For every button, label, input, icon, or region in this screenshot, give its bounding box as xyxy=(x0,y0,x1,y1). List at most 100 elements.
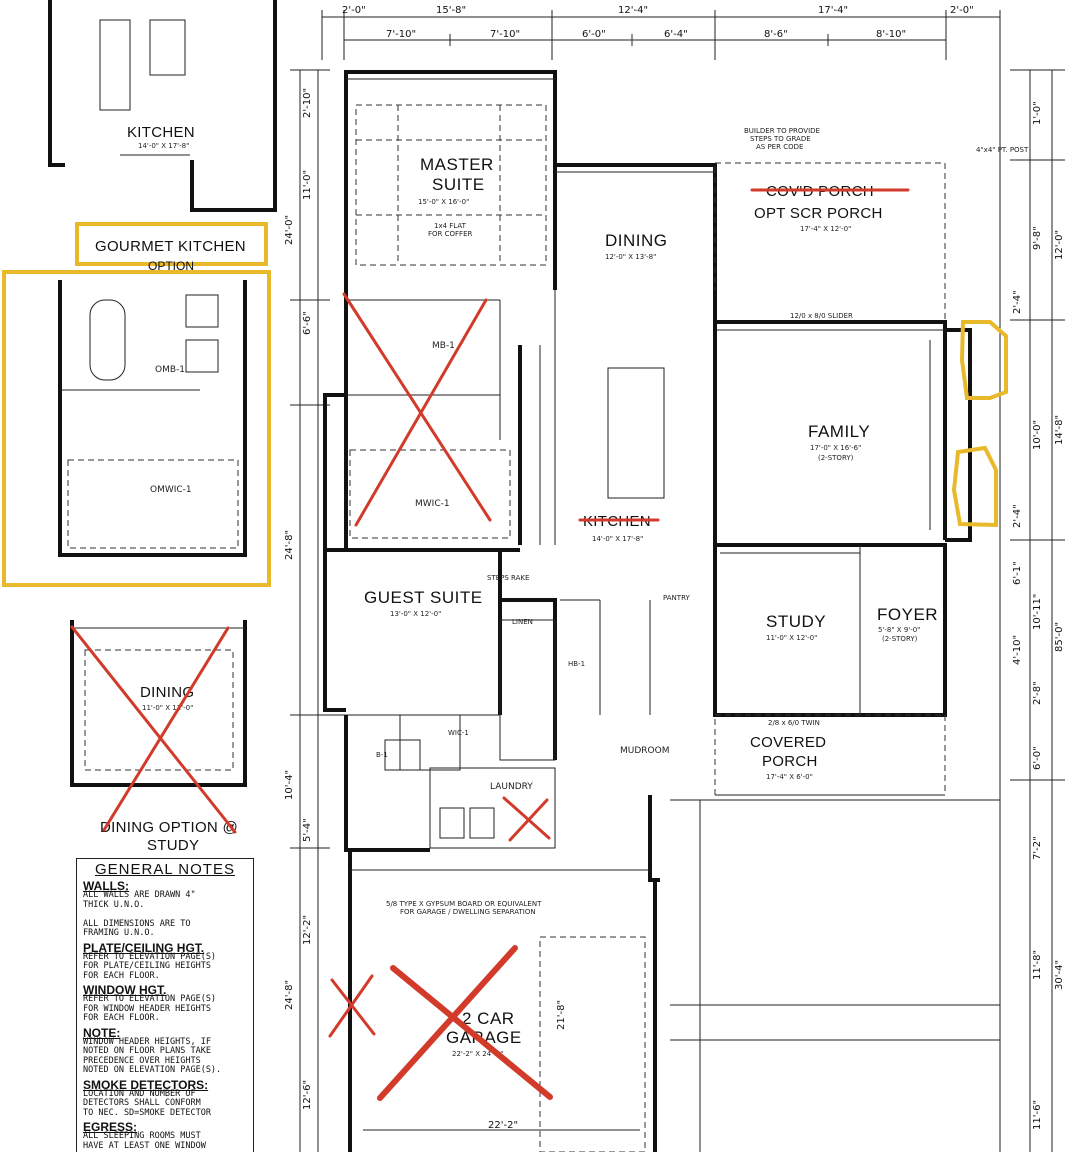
top-dimensions: 2'-0" 15'-8" 12'-4" 17'-4" 2'-0" 7'-10" … xyxy=(321,5,1001,60)
kitchen-size: 14'-0" X 17'-8" xyxy=(592,535,643,543)
dim-left-3: 24'-0" xyxy=(284,215,295,245)
dim-right-16: 30'-4" xyxy=(1054,960,1065,990)
dim-left-4: 6'-6" xyxy=(302,311,313,335)
b1-label: B-1 xyxy=(376,751,388,759)
dim-top-4: 17'-4" xyxy=(818,5,848,16)
gourmet-kitchen-label: GOURMET KITCHEN OPTION xyxy=(75,222,268,273)
garage-note-2: FOR GARAGE / DWELLING SEPARATION xyxy=(400,908,536,916)
notes-note-head: NOTE: xyxy=(83,1025,121,1040)
dim-right-9: 10'-11" xyxy=(1032,594,1043,630)
twin-window-label: 2/8 x 6/0 TWIN xyxy=(768,719,820,727)
dim-left-2: 11'-0" xyxy=(302,170,313,200)
dim-right-7: 2'-4" xyxy=(1012,504,1023,528)
garage-width-dim: 22'-2" xyxy=(488,1120,518,1131)
dim-top-5: 2'-0" xyxy=(950,5,974,16)
laundry-label: LAUNDRY xyxy=(490,782,533,792)
dining-option-inset: DINING 11'-0" X 12'-0" DINING OPTION @ S… xyxy=(70,620,247,854)
gourmet-kitchen-option: OPTION xyxy=(148,259,194,273)
dim-right-12: 2'-8" xyxy=(1032,681,1043,705)
master-note-2: FOR COFFER xyxy=(428,230,472,238)
notes-smoke-line-3: TO NEC. SD=SMOKE DETECTOR xyxy=(83,1107,211,1118)
notes-walls-line-2: THICK U.N.O. xyxy=(83,899,145,910)
master-note-1: 1x4 FLAT xyxy=(434,222,467,230)
notes-note-line-4: NOTED ON ELEVATION PAGE(S). xyxy=(83,1065,222,1075)
opt-scr-porch-size: 17'-4" X 12'-0" xyxy=(800,225,851,233)
dim-left-9: 24'-8" xyxy=(284,980,295,1010)
dim-right-4: 2'-4" xyxy=(1012,290,1023,314)
steps-rake-label: STEPS RAKE xyxy=(487,574,529,582)
notes-smoke-line-1: LOCATION AND NUMBER OF xyxy=(83,1088,196,1099)
notes-egress-head: EGRESS: xyxy=(83,1120,138,1134)
dim-right-13: 6'-0" xyxy=(1032,746,1043,770)
garage-name-1: 2 CAR xyxy=(462,1009,515,1028)
family-note: (2-STORY) xyxy=(818,454,854,462)
kitchen-option-inset: KITCHEN 14'-0" X 17'-8" xyxy=(48,0,277,212)
covered-porch-name-1: COVERED xyxy=(750,734,826,751)
notes-smoke-line-2: DETECTORS SHALL CONFORM xyxy=(83,1098,201,1108)
notes-plate-head: PLATE/CEILING HGT. xyxy=(83,940,205,955)
guest-suite-name: GUEST SUITE xyxy=(364,588,483,607)
builder-note-3: AS PER CODE xyxy=(756,143,803,151)
dim-right-15: 11'-8" xyxy=(1032,950,1043,980)
dim-top2-3: 6'-0" xyxy=(582,29,606,40)
mudroom-label: MUDROOM xyxy=(620,746,669,756)
builder-note-2: STEPS TO GRADE xyxy=(750,135,811,143)
yellow-callouts xyxy=(951,320,1008,528)
notes-note-line-1: WINDOW HEADER HEIGHTS, IF xyxy=(83,1036,211,1047)
dim-left-7: 5'-4" xyxy=(302,818,313,842)
notes-walls-line-4: ALL DIMENSIONS ARE TO xyxy=(83,918,191,929)
mwic1-label: MWIC-1 xyxy=(415,499,450,509)
garage-note-1: 5/8 TYPE X GYPSUM BOARD OR EQUIVALENT xyxy=(386,900,542,908)
dim-right-3: 12'-0" xyxy=(1054,230,1065,260)
dim-left-8: 12'-2" xyxy=(302,915,313,945)
foyer-size: 5'-8" X 9'-0" xyxy=(878,626,920,634)
foyer-note: (2-STORY) xyxy=(882,635,918,643)
notes-smoke-head: SMOKE DETECTORS: xyxy=(83,1077,209,1092)
right-dimensions: 1'-0" 9'-8" 12'-0" 2'-4" 14'-8" 10'-0" 2… xyxy=(1010,69,1065,1152)
dim-top2-2: 7'-10" xyxy=(490,29,520,40)
dim-top2-5: 8'-6" xyxy=(764,29,788,40)
master-name-1: MASTER xyxy=(420,155,494,174)
wic1-label: WIC-1 xyxy=(448,729,469,737)
study-size: 11'-0" X 12'-0" xyxy=(766,634,817,642)
family-size: 17'-0" X 16'-6" xyxy=(810,444,861,452)
notes-egress-line-1: ALL SLEEPING ROOMS MUST xyxy=(83,1131,201,1141)
hb1-label: HB-1 xyxy=(568,660,585,668)
dim-right-8: 6'-1" xyxy=(1012,561,1023,585)
dim-left-10: 12'-6" xyxy=(302,1080,313,1110)
covered-porch-size: 17'-4" X 6'-0" xyxy=(766,773,813,781)
dim-top-3: 12'-4" xyxy=(618,5,648,16)
master-name-2: SUITE xyxy=(432,175,485,194)
dim-top-2: 15'-8" xyxy=(436,5,466,16)
dim-right-14: 7'-2" xyxy=(1032,836,1043,860)
dim-left-6: 10'-4" xyxy=(284,770,295,800)
dining-option-label-2: STUDY xyxy=(147,837,199,854)
dim-right-1: 1'-0" xyxy=(1032,101,1043,125)
kitchen-option-size: 14'-0" X 17'-8" xyxy=(138,142,189,150)
dim-left-5: 24'-8" xyxy=(284,530,295,560)
slider-label: 12/0 x 8/0 SLIDER xyxy=(790,312,853,320)
notes-window-line-2: FOR WINDOW HEADER HEIGHTS xyxy=(83,1003,211,1014)
dim-right-17: 11'-6" xyxy=(1032,1100,1043,1130)
builder-note-1: BUILDER TO PROVIDE xyxy=(744,127,820,135)
general-notes-panel: GENERAL NOTES WALLS: ALL WALLS ARE DRAWN… xyxy=(76,858,254,1152)
gourmet-kitchen-title: GOURMET KITCHEN xyxy=(95,238,246,255)
notes-window-line-1: REFER TO ELEVATION PAGE(S) xyxy=(83,994,217,1004)
owner-bath-option-inset: OMB-1 OMWIC-1 xyxy=(2,270,271,587)
dim-top2-6: 8'-10" xyxy=(876,29,906,40)
notes-walls-line-5: FRAMING U.N.O. xyxy=(83,928,155,938)
covered-porch-name-2: PORCH xyxy=(762,753,818,770)
dim-right-10: 85'-0" xyxy=(1054,622,1065,652)
pt-post-note: 4"x4" PT. POST xyxy=(976,146,1029,154)
notes-walls-line-1: ALL WALLS ARE DRAWN 4" xyxy=(83,890,196,900)
dining-option-name: DINING xyxy=(140,684,194,701)
red-markups xyxy=(70,188,910,1101)
notes-window-head: WINDOW HGT. xyxy=(83,983,167,997)
linen-label: LINEN xyxy=(512,618,533,626)
room-labels: MASTER SUITE 15'-0" X 16'-0" 1x4 FLAT FO… xyxy=(364,127,1029,1131)
opt-scr-porch-name: OPT SCR PORCH xyxy=(754,205,883,222)
dim-right-11: 4'-10" xyxy=(1012,635,1023,665)
dining-size: 12'-0" X 13'-8" xyxy=(605,253,656,261)
dim-top2-4: 6'-4" xyxy=(664,29,688,40)
